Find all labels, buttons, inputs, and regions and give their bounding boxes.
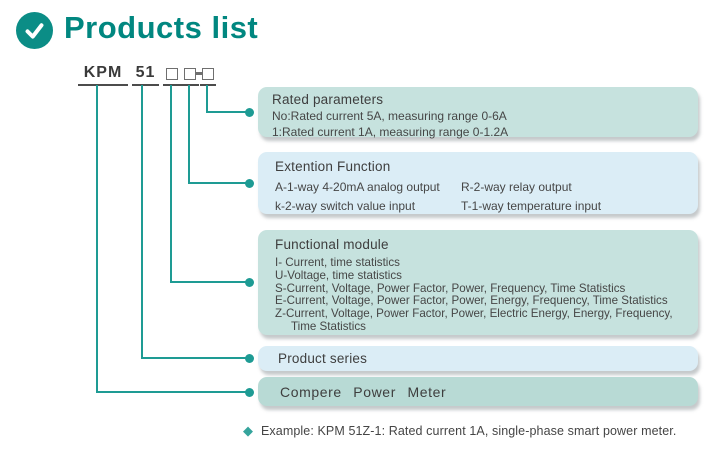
box-title: Rated parameters xyxy=(272,92,384,107)
box-line: S-Current, Voltage, Power Factor, Power,… xyxy=(275,281,626,295)
connector-dot-brand xyxy=(245,387,254,397)
example-text: Example: KPM 51Z-1: Rated current 1A, si… xyxy=(261,424,677,438)
box-line: E-Current, Voltage, Power Factor, Power,… xyxy=(275,294,668,308)
connector-hline-rated xyxy=(206,111,248,113)
box-title: Compere Power Meter xyxy=(280,384,447,400)
connector-vline-functional xyxy=(170,85,172,283)
diamond-icon: ◆ xyxy=(243,423,253,438)
connector-dot-extention xyxy=(245,178,254,188)
box-title: Product series xyxy=(278,351,368,366)
connector-vline-extention xyxy=(188,85,190,184)
box-cell: A-1-way 4-20mA analog output xyxy=(275,180,440,194)
connector-vline-rated xyxy=(206,85,208,113)
code-segment-functional-module xyxy=(163,60,181,86)
check-icon xyxy=(16,12,53,49)
connector-vline-series xyxy=(141,85,143,359)
connector-hline-extention xyxy=(188,182,248,184)
connector-dot-series xyxy=(245,353,254,363)
code-segment-extention-function xyxy=(181,60,199,86)
code-segment-series-number: 51 xyxy=(132,60,159,86)
box-cell: T-1-way temperature input xyxy=(461,199,602,213)
box-cell: R-2-way relay output xyxy=(461,180,572,194)
code-segment-series-prefix: KPM xyxy=(78,60,128,86)
box-line: Time Statistics xyxy=(291,319,366,333)
box-title: Extention Function xyxy=(275,159,391,174)
info-box-rated-parameters: Rated parameters No:Rated current 5A, me… xyxy=(258,87,698,139)
connector-dot-rated xyxy=(245,107,254,117)
box-line: U-Voltage, time statistics xyxy=(275,268,402,282)
info-box-extention-function: Extention Function A-1-way 4-20mA analog… xyxy=(258,152,698,214)
code-segment-rated-parameters xyxy=(200,60,216,86)
connector-vline-brand xyxy=(96,85,98,393)
connector-hline-brand xyxy=(96,391,248,393)
box-line: 1:Rated current 1A, measuring range 0-1.… xyxy=(272,124,509,139)
info-box-functional-module: Functional module I- Current, time stati… xyxy=(258,230,698,335)
info-box-product-series: Product series xyxy=(258,346,698,371)
box-title: Functional module xyxy=(275,237,389,252)
page-title: Products list xyxy=(64,10,259,45)
example-note: ◆ Example: KPM 51Z-1: Rated current 1A, … xyxy=(243,423,677,439)
connector-hline-series xyxy=(141,357,248,359)
box-line: I- Current, time statistics xyxy=(275,256,400,269)
connector-hline-functional xyxy=(170,281,248,283)
box-cell: k-2-way switch value input xyxy=(275,199,416,213)
placeholder-square-icon xyxy=(184,68,196,80)
code-separator-dash xyxy=(196,72,202,75)
placeholder-square-icon xyxy=(202,68,214,80)
box-line: No:Rated current 5A, measuring range 0-6… xyxy=(272,109,507,123)
info-box-compere-power-meter: Compere Power Meter xyxy=(258,377,698,406)
box-line: Z-Current, Voltage, Power Factor, Power,… xyxy=(275,307,673,321)
placeholder-square-icon xyxy=(166,68,178,80)
connector-dot-functional xyxy=(245,277,254,287)
box-columns: A-1-way 4-20mA analog output R-2-way rel… xyxy=(275,180,688,213)
